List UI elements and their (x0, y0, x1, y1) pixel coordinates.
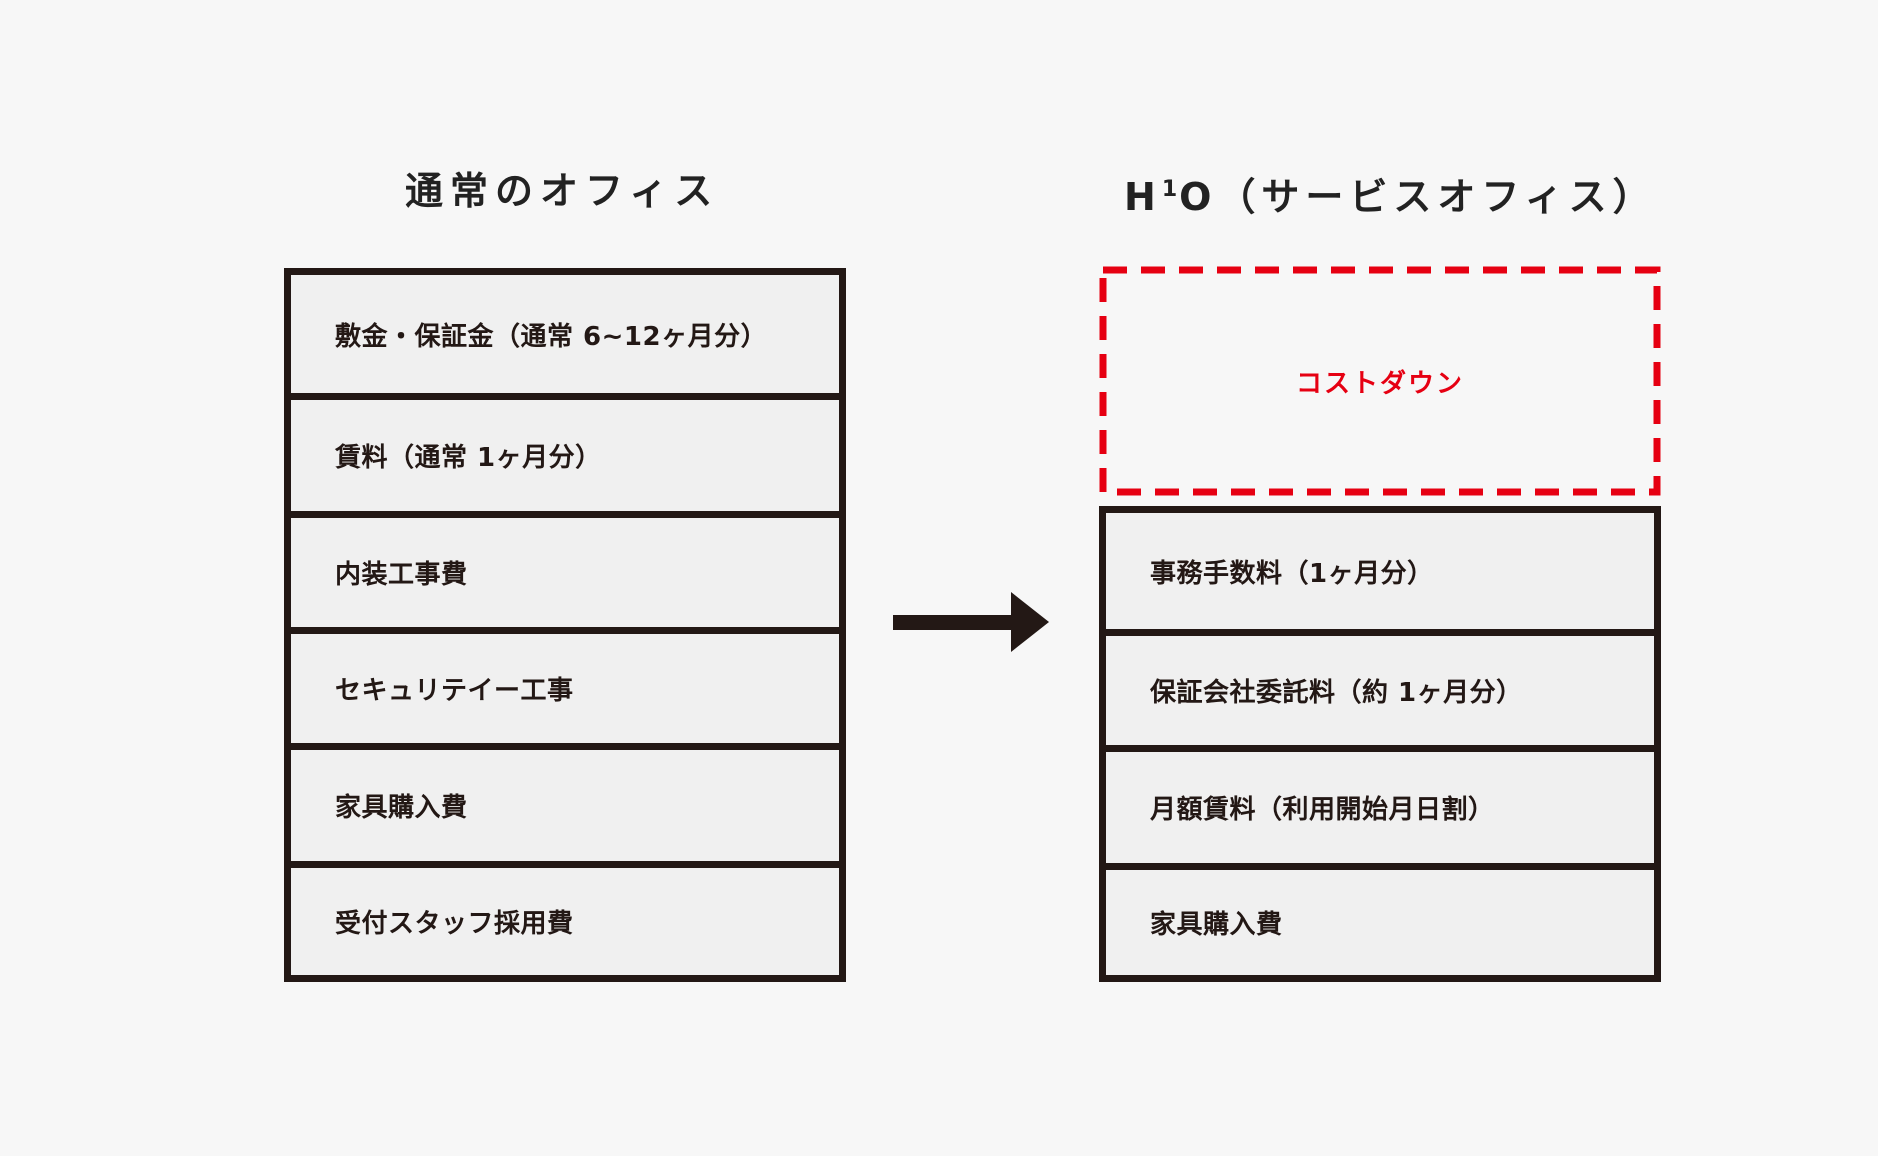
right-column-title: H1O（サービスオフィス） (1124, 178, 1657, 216)
cost-item-label: 受付スタッフ採用費 (335, 909, 574, 939)
cost-item-label: 保証会社委託料（約 1ヶ月分） (1150, 678, 1523, 708)
cost-item-guarantor-fee: 保証会社委託料（約 1ヶ月分） (1106, 629, 1654, 745)
title-rest: O（サービスオフィス） (1179, 175, 1657, 219)
dashed-border (1099, 266, 1661, 496)
cost-item-monthly-rent: 月額賃料（利用開始月日割） (1106, 745, 1654, 863)
cost-item-furniture: 家具購入費 (1106, 863, 1654, 975)
service-office-cost-stack: 事務手数料（1ヶ月分） 保証会社委託料（約 1ヶ月分） 月額賃料（利用開始月日割… (1099, 506, 1661, 982)
cost-item-reception-staff: 受付スタッフ採用費 (291, 861, 839, 975)
title-prefix: H (1124, 175, 1162, 219)
cost-item-label: 家具購入費 (1150, 910, 1283, 940)
right-arrow-icon (893, 592, 1049, 652)
cost-item-label: 賃料（通常 1ヶ月分） (335, 443, 602, 473)
title-superscript: 1 (1161, 177, 1180, 202)
cost-down-label: コストダウン (1295, 368, 1464, 399)
cost-item-label: セキュリテイー工事 (335, 676, 574, 706)
cost-item-admin-fee: 事務手数料（1ヶ月分） (1106, 513, 1654, 629)
arrow-shaft (893, 615, 1013, 630)
cost-item-deposit: 敷金・保証金（通常 6~12ヶ月分） (291, 275, 839, 393)
cost-item-label: 月額賃料（利用開始月日割） (1150, 795, 1495, 825)
arrow-head (1011, 592, 1049, 652)
cost-item-security: セキュリテイー工事 (291, 627, 839, 743)
standard-office-cost-stack: 敷金・保証金（通常 6~12ヶ月分） 賃料（通常 1ヶ月分） 内装工事費 セキュ… (284, 268, 846, 982)
left-column-title: 通常のオフィス (405, 169, 720, 213)
cost-item-label: 家具購入費 (335, 793, 468, 823)
cost-item-rent: 賃料（通常 1ヶ月分） (291, 393, 839, 511)
cost-item-furniture: 家具購入費 (291, 743, 839, 861)
cost-item-label: 敷金・保証金（通常 6~12ヶ月分） (335, 321, 768, 352)
cost-item-label: 事務手数料（1ヶ月分） (1150, 558, 1434, 589)
cost-item-label: 内装工事費 (335, 560, 468, 590)
cost-item-interior: 内装工事費 (291, 511, 839, 627)
cost-down-box: コストダウン (1099, 266, 1661, 496)
